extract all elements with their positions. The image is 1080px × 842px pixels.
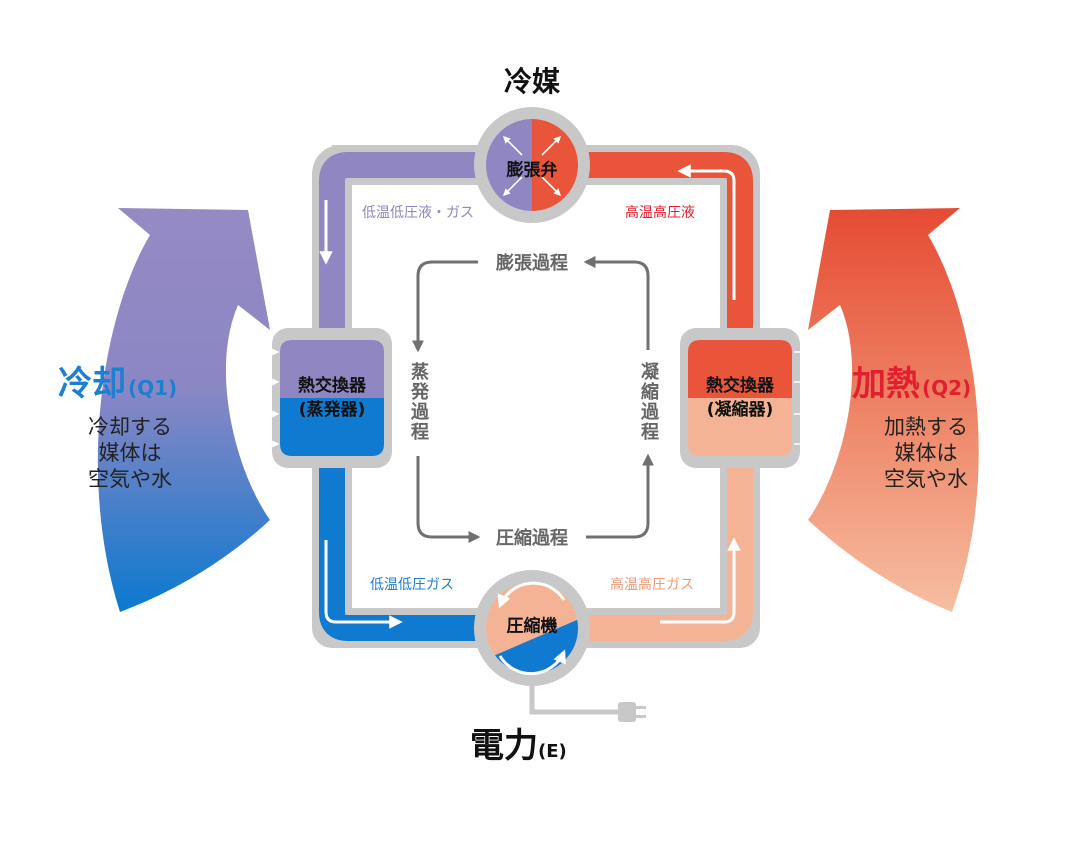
diagram-title: 冷媒 <box>503 65 561 98</box>
evaporator-line2: (蒸発器) <box>298 400 366 420</box>
pipe-segment-high-gas <box>532 440 753 641</box>
heating-desc-line: 空気や水 <box>884 467 968 491</box>
flow-arrow-top-right <box>677 164 736 300</box>
heating-desc-line: 媒体は <box>894 441 958 465</box>
compressor-label: 圧縮機 <box>506 616 558 637</box>
flow-arrow-bottom-right <box>660 537 741 624</box>
cooling-sub: (Q1) <box>128 376 178 400</box>
heating-sub: (Q2) <box>922 376 972 400</box>
power-plug-icon <box>529 686 646 722</box>
cooling-label: 冷却(Q1) <box>58 356 177 405</box>
process-loop <box>412 256 654 543</box>
state-high-gas: 高温高圧ガス <box>610 577 694 593</box>
cooling-title: 冷却 <box>58 364 126 404</box>
power-sub: (E) <box>538 741 567 762</box>
state-high-liquid: 高温高圧液 <box>625 205 695 221</box>
cooling-desc-line: 空気や水 <box>88 467 172 491</box>
flow-arrow-bottom-left <box>324 540 403 629</box>
evaporator-box <box>272 328 392 468</box>
process-compression: 圧縮過程 <box>496 528 568 549</box>
heating-title: 加熱 <box>852 364 920 404</box>
pipe-segment-high-liquid <box>532 152 753 350</box>
process-expansion: 膨張過程 <box>496 253 568 274</box>
compressor-node <box>474 570 590 686</box>
expansion-valve-label: 膨張弁 <box>506 160 558 181</box>
state-low-gas: 低温低圧ガス <box>370 577 454 593</box>
pipe-outline <box>312 145 760 648</box>
evaporator-line1: 熱交換器 <box>298 376 366 396</box>
pipe-segment-low-gas <box>319 440 532 641</box>
power-label: 電力(E) <box>470 718 567 767</box>
process-condensation: 凝縮過程 <box>638 362 659 442</box>
heating-label: 加熱(Q2) <box>852 356 971 405</box>
heating-heat-arrow <box>808 208 979 612</box>
heating-desc-line: 加熱する <box>884 415 968 439</box>
heating-description: 加熱する 媒体は 空気や水 <box>884 414 968 492</box>
condenser-line1: 熱交換器 <box>706 376 774 396</box>
process-evaporation: 蒸発過程 <box>408 362 429 442</box>
state-low-liquid-gas: 低温低圧液・ガス <box>362 205 474 221</box>
condenser-line2: (凝縮器) <box>706 400 774 420</box>
cooling-desc-line: 媒体は <box>98 441 162 465</box>
condenser-box <box>680 328 800 468</box>
cooling-description: 冷却する 媒体は 空気や水 <box>88 414 172 492</box>
expansion-valve-node <box>474 107 590 223</box>
cooling-desc-line: 冷却する <box>88 415 172 439</box>
heat-transfer-arrows-right <box>794 348 834 448</box>
evaporator-label: 熱交換器 (蒸発器) <box>298 374 366 422</box>
pipe-segment-low-liquid <box>319 152 532 350</box>
cooling-heat-arrow <box>97 208 271 612</box>
power-title: 電力 <box>470 726 538 766</box>
condenser-label: 熱交換器 (凝縮器) <box>706 374 774 422</box>
heat-transfer-arrows-left <box>240 348 280 448</box>
